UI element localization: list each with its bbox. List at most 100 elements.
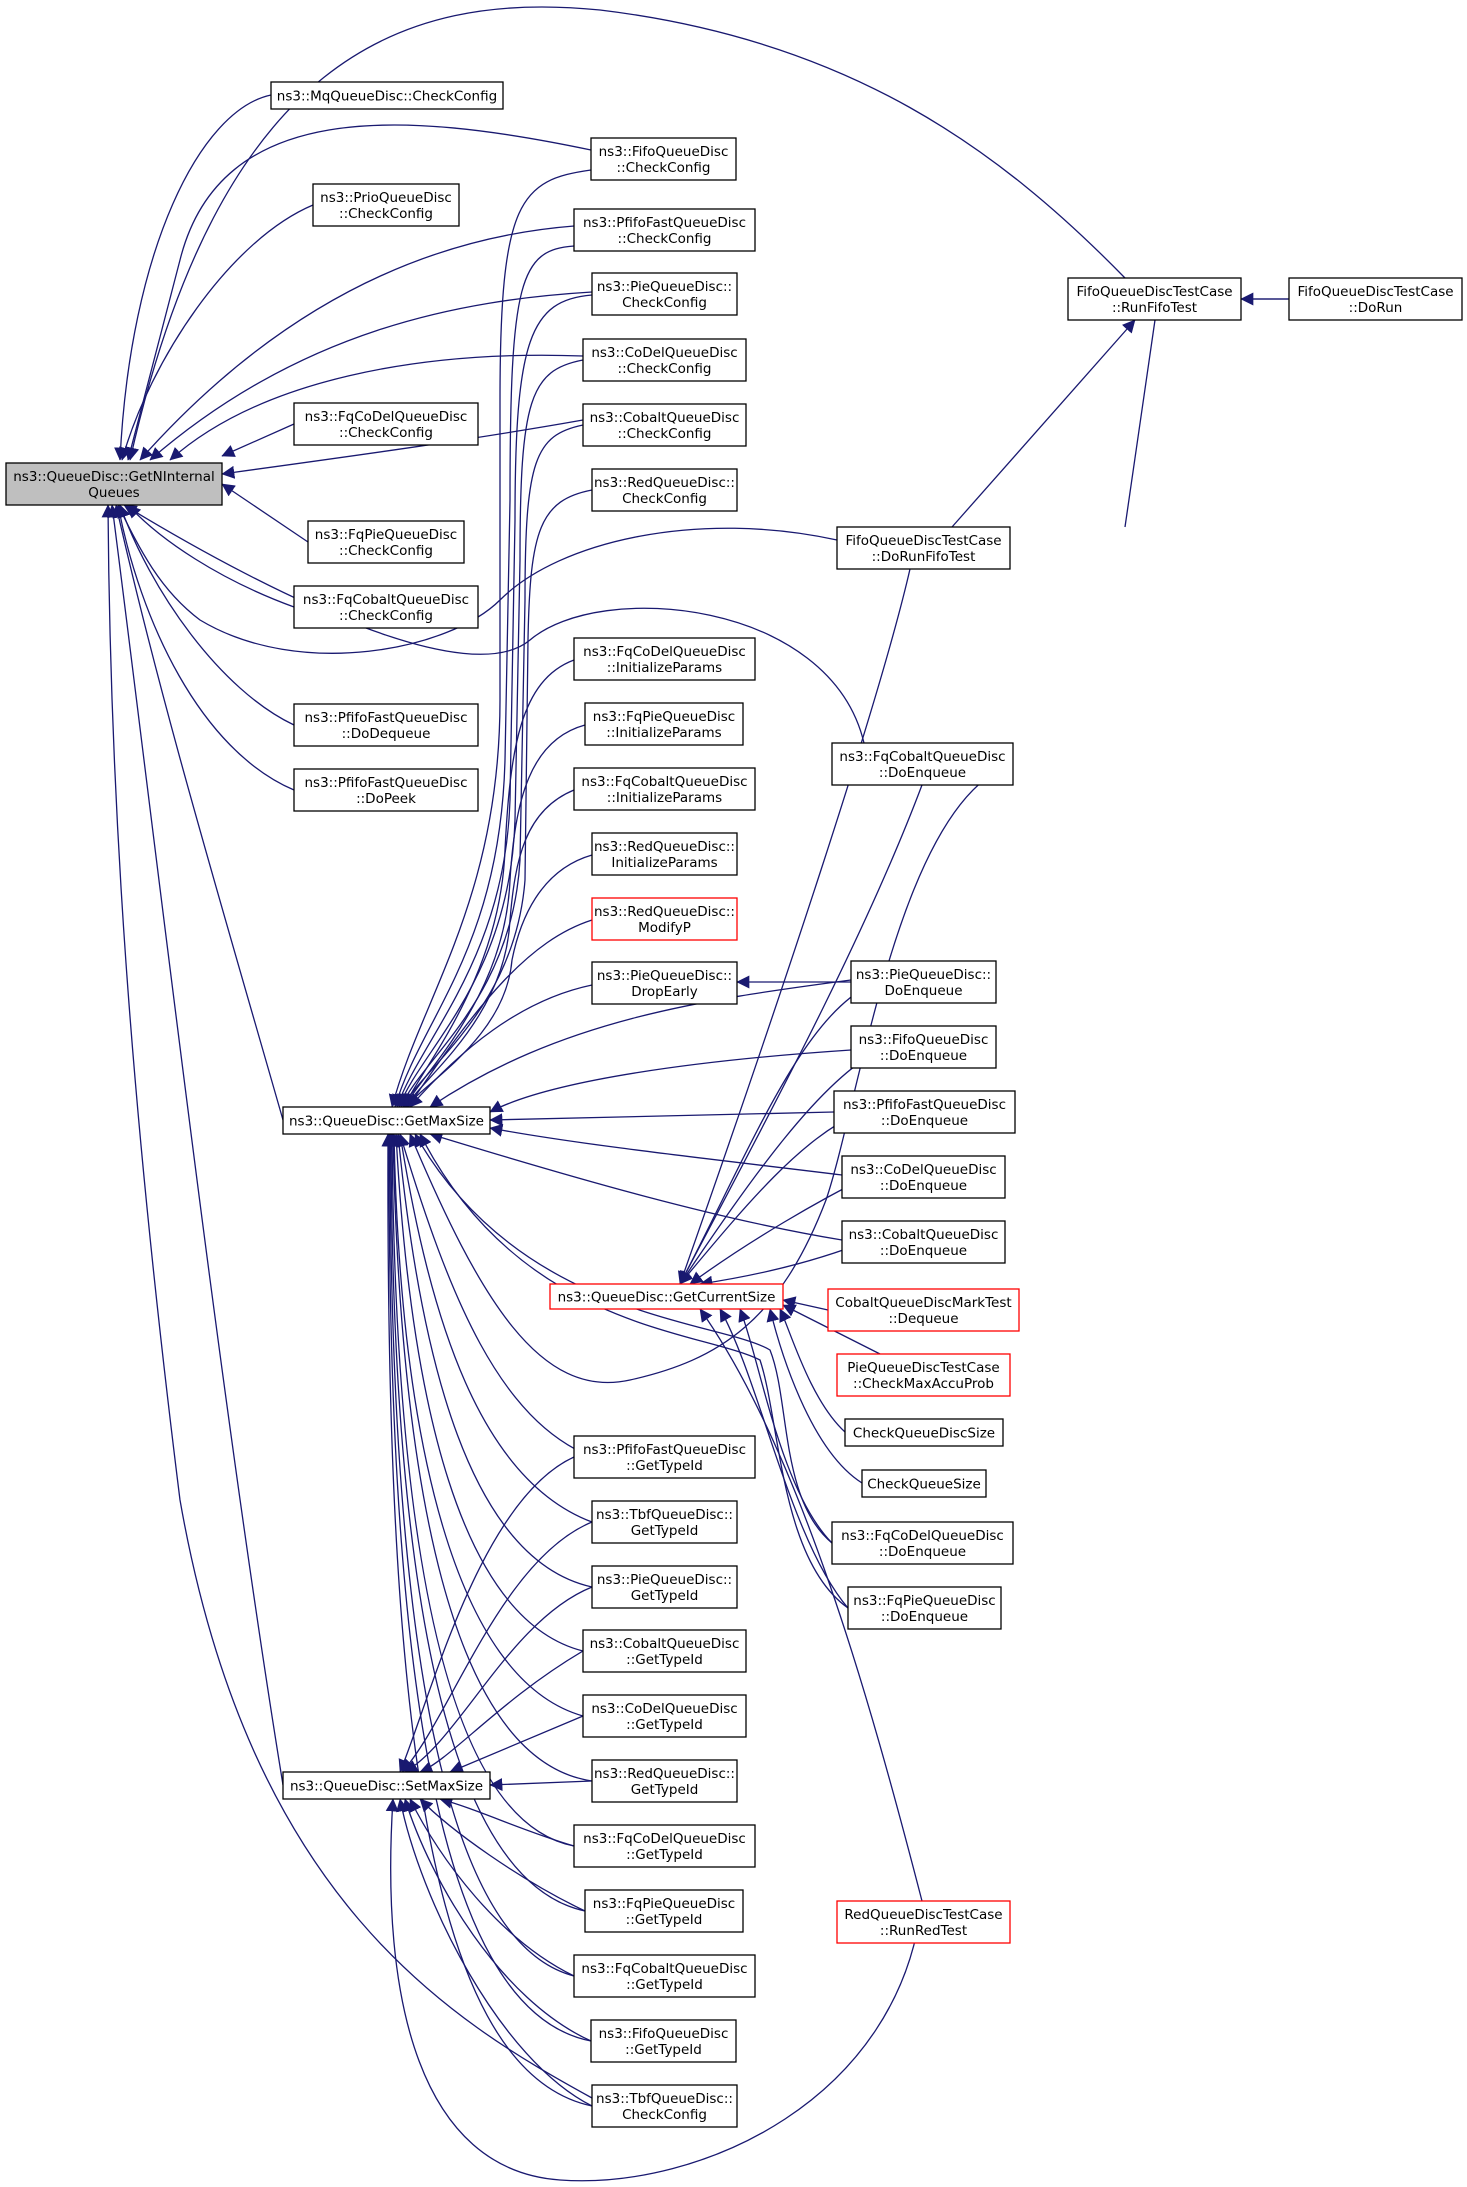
graph-node-cobaltmark[interactable]: CobaltQueueDiscMarkTest::Dequeue: [827, 1288, 1020, 1332]
node-box: [573, 208, 756, 252]
graph-node-pie-enq[interactable]: ns3::PieQueueDisc::DoEnqueue: [850, 960, 997, 1004]
call-edge: [408, 763, 1014, 1384]
node-box: [591, 272, 738, 316]
graph-node-fifo-enq[interactable]: ns3::FifoQueueDisc::DoEnqueue: [850, 1025, 997, 1069]
graph-node-fqcodel-cc[interactable]: ns3::FqCoDelQueueDisc::CheckConfig: [293, 402, 479, 446]
call-edge: [489, 1123, 843, 1176]
call-edge: [127, 504, 295, 608]
graph-node-pie-tid[interactable]: ns3::PieQueueDisc::GetTypeId: [591, 1565, 738, 1609]
node-label-line: ::DoEnqueue: [879, 1544, 966, 1560]
node-label-line: ns3::PieQueueDisc::: [597, 279, 732, 295]
graph-node-pfifofast-enq[interactable]: ns3::PfifoFastQueueDisc::DoEnqueue: [833, 1090, 1016, 1134]
node-box: [591, 832, 738, 876]
node-label-line: ns3::FqCoDelQueueDisc: [583, 1831, 746, 1847]
call-edge: [699, 1308, 923, 1902]
node-label-line: GetTypeId: [631, 1588, 699, 1604]
call-edge: [402, 489, 593, 1108]
node-label-line: ns3::QueueDisc::GetMaxSize: [289, 1114, 484, 1130]
node-box: [827, 1288, 1020, 1332]
node-box: [861, 1469, 987, 1498]
graph-node-pfifo-deq[interactable]: ns3::PfifoFastQueueDisc::DoDequeue: [293, 703, 479, 747]
graph-node-fqcobalt-tid[interactable]: ns3::FqCobaltQueueDisc::GetTypeId: [573, 1954, 756, 1998]
node-label-line: ns3::PfifoFastQueueDisc: [843, 1097, 1006, 1113]
graph-node-red-modp[interactable]: ns3::RedQueueDisc::ModifyP: [591, 897, 738, 941]
call-edge: [766, 1308, 863, 1484]
graph-node-red-tid[interactable]: ns3::RedQueueDisc::GetTypeId: [591, 1759, 738, 1803]
node-box: [844, 1418, 1004, 1447]
graph-node-setmax[interactable]: ns3::QueueDisc::SetMaxSize: [282, 1771, 491, 1800]
graph-node-pfifofast-cc[interactable]: ns3::PfifoFastQueueDisc::CheckConfig: [573, 208, 756, 252]
graph-node-fqcodel-enq[interactable]: ns3::FqCoDelQueueDisc::DoEnqueue: [831, 1521, 1014, 1565]
graph-node-fqpie-ip[interactable]: ns3::FqPieQueueDisc::InitializeParams: [584, 702, 744, 746]
node-label-line: ::DoEnqueue: [879, 765, 966, 781]
graph-node-pfifofast-tid[interactable]: ns3::PfifoFastQueueDisc::GetTypeId: [573, 1435, 756, 1479]
graph-node-mq-cc[interactable]: ns3::MqQueueDisc::CheckConfig: [270, 81, 504, 110]
graph-node-fifotc-dorun[interactable]: FifoQueueDiscTestCase::DoRun: [1288, 277, 1463, 321]
call-edge: [489, 1049, 852, 1113]
call-edge: [113, 504, 295, 791]
graph-node-pie-cc[interactable]: ns3::PieQueueDisc::CheckConfig: [591, 272, 738, 316]
call-edge: [117, 504, 295, 726]
graph-node-red-ip[interactable]: ns3::RedQueueDisc::InitializeParams: [591, 832, 738, 876]
graph-node-prio-cc[interactable]: ns3::PrioQueueDisc::CheckConfig: [312, 183, 460, 227]
node-label-line: ns3::FqPieQueueDisc: [315, 527, 457, 543]
call-edge: [419, 1650, 584, 1774]
node-label-line: ns3::PieQueueDisc::: [597, 1572, 732, 1588]
graph-node-fifo-tid[interactable]: ns3::FifoQueueDisc::GetTypeId: [590, 2019, 737, 2063]
node-label-line: ns3::FqCoDelQueueDisc: [841, 1528, 1004, 1544]
node-label-line: ns3::FqCobaltQueueDisc: [839, 749, 1005, 765]
node-label-line: DoEnqueue: [884, 983, 962, 999]
node-box: [312, 183, 460, 227]
graph-node-redtc-run[interactable]: RedQueueDiscTestCase::RunRedTest: [836, 1900, 1011, 1944]
node-label-line: ns3::FifoQueueDisc: [859, 1032, 989, 1048]
graph-node-codel-tid[interactable]: ns3::CoDelQueueDisc::GetTypeId: [582, 1694, 747, 1738]
node-label-line: ns3::FqCobaltQueueDisc: [303, 592, 469, 608]
graph-node-codel-enq[interactable]: ns3::CoDelQueueDisc::DoEnqueue: [841, 1155, 1006, 1199]
graph-node-fqpie-tid[interactable]: ns3::FqPieQueueDisc::GetTypeId: [584, 1889, 744, 1933]
node-label-line: ModifyP: [638, 920, 691, 936]
graph-node-pie-drop[interactable]: ns3::PieQueueDisc::DropEarly: [591, 961, 738, 1005]
graph-node-getcur[interactable]: ns3::QueueDisc::GetCurrentSize: [549, 1283, 784, 1310]
node-label-line: ::CheckConfig: [618, 361, 712, 377]
node-box: [590, 2019, 737, 2063]
call-edge: [402, 659, 575, 1108]
node-label-line: ns3::FqCobaltQueueDisc: [581, 774, 747, 790]
node-label-line: ns3::QueueDisc::SetMaxSize: [290, 1779, 483, 1795]
graph-node-cobalt-tid[interactable]: ns3::CobaltQueueDisc::GetTypeId: [582, 1629, 747, 1673]
graph-node-fqcobalt-cc[interactable]: ns3::FqCobaltQueueDisc::CheckConfig: [293, 585, 479, 629]
call-edge: [117, 504, 838, 654]
graph-node-checkqsize[interactable]: CheckQueueSize: [861, 1469, 987, 1498]
graph-node-checkqdsize[interactable]: CheckQueueDiscSize: [844, 1418, 1004, 1447]
graph-node-fifo-cc[interactable]: ns3::FifoQueueDisc::CheckConfig: [590, 137, 737, 181]
call-edge: [407, 919, 593, 1108]
graph-node-fqcobalt-enq[interactable]: ns3::FqCobaltQueueDisc::DoEnqueue: [831, 742, 1014, 786]
node-label-line: CheckQueueDiscSize: [853, 1426, 995, 1442]
graph-node-fqcodel-ip[interactable]: ns3::FqCoDelQueueDisc::InitializeParams: [573, 637, 756, 681]
node-box: [836, 526, 1011, 570]
graph-node-red-cc[interactable]: ns3::RedQueueDisc::CheckConfig: [591, 468, 738, 512]
call-edge: [149, 291, 593, 461]
graph-node-cobalt-cc[interactable]: ns3::CobaltQueueDisc::CheckConfig: [582, 403, 747, 447]
graph-node-fqpie-cc[interactable]: ns3::FqPieQueueDisc::CheckConfig: [307, 520, 465, 564]
graph-node-fqcodel-tid[interactable]: ns3::FqCoDelQueueDisc::GetTypeId: [573, 1824, 756, 1868]
node-label-line: ::CheckConfig: [617, 160, 711, 176]
graph-node-fqpie-enq[interactable]: ns3::FqPieQueueDisc::DoEnqueue: [847, 1586, 1002, 1630]
call-edge: [402, 1798, 592, 2042]
graph-node-pfifo-peek[interactable]: ns3::PfifoFastQueueDisc::DoPeek: [293, 768, 479, 812]
node-label-line: ns3::CoDelQueueDisc: [850, 1162, 996, 1178]
call-edge: [951, 319, 1136, 528]
graph-node-fifotc-dorunfifo[interactable]: FifoQueueDiscTestCase::DoRunFifoTest: [836, 526, 1011, 570]
graph-node-pietc-cmap[interactable]: PieQueueDiscTestCase::CheckMaxAccuProb: [836, 1353, 1011, 1397]
call-edge: [429, 1131, 843, 1241]
graph-node-cobalt-enq[interactable]: ns3::CobaltQueueDisc::DoEnqueue: [841, 1220, 1006, 1264]
graph-node-tbf-cc[interactable]: ns3::TbfQueueDisc::CheckConfig: [591, 2084, 738, 2128]
node-label-line: ::GetTypeId: [626, 1458, 703, 1474]
node-box: [573, 767, 756, 811]
graph-node-codel-cc[interactable]: ns3::CoDelQueueDisc::CheckConfig: [582, 338, 747, 382]
graph-node-getmax[interactable]: ns3::QueueDisc::GetMaxSize: [282, 1106, 491, 1135]
graph-node-tbf-tid[interactable]: ns3::TbfQueueDisc::GetTypeId: [591, 1500, 738, 1544]
graph-node-fqcobalt-ip[interactable]: ns3::FqCobaltQueueDisc::InitializeParams: [573, 767, 756, 811]
graph-node-fifotc-run[interactable]: FifoQueueDiscTestCase::RunFifoTest: [1067, 277, 1242, 321]
call-edge: [383, 1133, 575, 1977]
